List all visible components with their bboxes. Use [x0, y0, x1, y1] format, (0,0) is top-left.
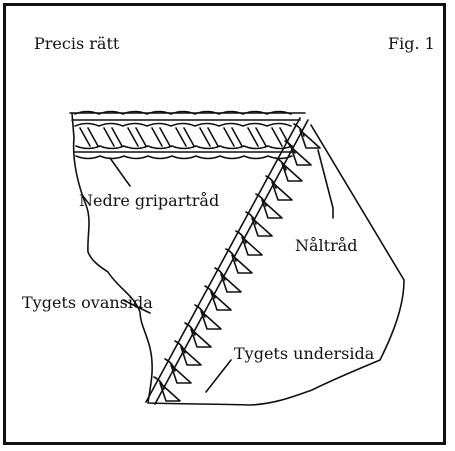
leader-needle-thread	[318, 150, 333, 218]
leader-lower-looper	[110, 158, 130, 186]
top-seam-stitches	[80, 128, 290, 146]
label-lower-looper: Nedre gripartråd	[79, 191, 219, 210]
leader-fabric-wrong	[206, 360, 231, 392]
label-fabric-right-side: Tygets ovansida	[22, 293, 153, 312]
label-needle-thread: Nåltråd	[295, 236, 358, 255]
label-fabric-wrong-side: Tygets undersida	[234, 344, 375, 363]
